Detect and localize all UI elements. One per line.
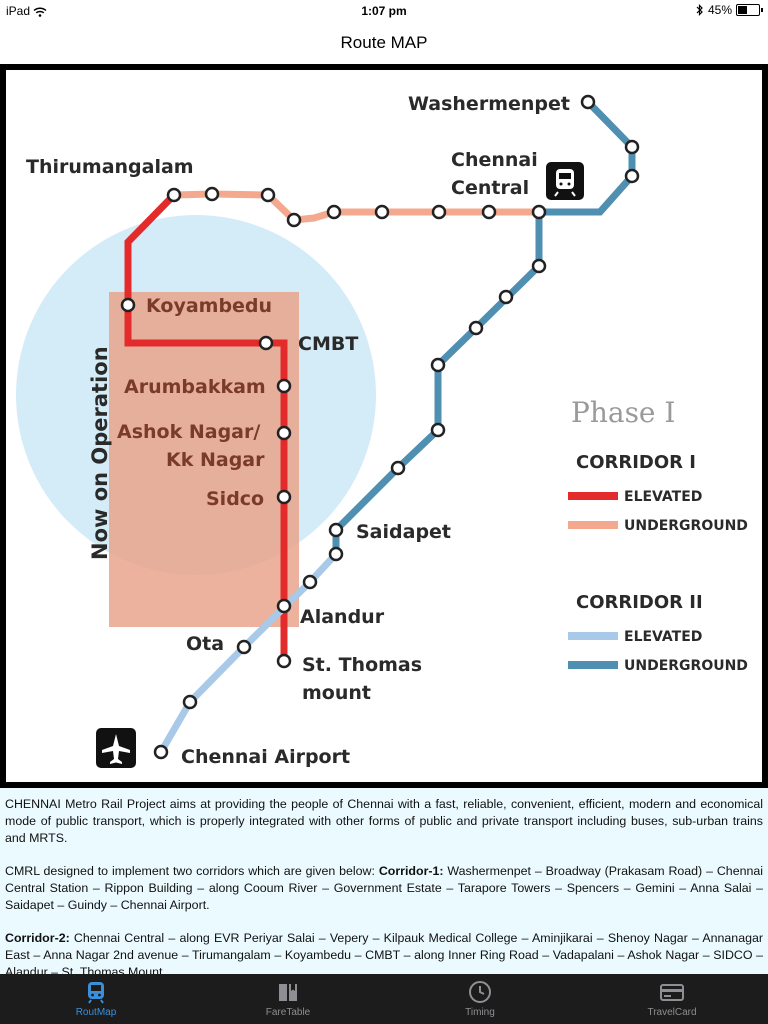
book-icon [279,984,297,1001]
station-marker [390,460,406,476]
label-chennai-central-1: Chennai [451,149,538,171]
legend-corridor2: CORRIDOR II [576,592,703,613]
battery-icon [736,4,763,16]
tab-label: RoutMap [75,1007,117,1018]
station-marker [431,204,447,220]
route-map[interactable]: Washermenpet Chennai Central Thirumangal… [0,64,768,788]
card-icon [660,984,684,1001]
description-paragraph-2: CMRL designed to implement two corridors… [5,864,764,912]
wifi-icon [33,7,47,17]
station-marker [276,425,292,441]
label-chennai-airport: Chennai Airport [181,746,350,768]
label-koyambedu: Koyambedu [146,295,272,317]
clock-icon [469,981,491,1003]
label-sidco: Sidco [206,488,264,510]
station-marker [374,204,390,220]
station-marker [624,168,640,184]
label-ashok-nagar: Ashok Nagar/ [117,421,260,443]
station-marker [580,94,596,110]
station-marker [624,139,640,155]
station-marker [276,378,292,394]
tab-timing[interactable]: Timing [384,974,576,1024]
legend-phase: Phase I [571,396,675,429]
bluetooth-icon [696,4,703,16]
battery-fill [738,6,747,14]
station-marker [531,204,547,220]
legend-c2-elevated-swatch [568,632,618,640]
station-marker [276,598,292,614]
status-device: iPad [6,4,47,18]
status-bar: iPad 1:07 pm 45% [0,0,768,22]
station-marker [481,204,497,220]
tab-label: Timing [465,1007,495,1018]
label-st-thomas: St. Thomas [302,654,422,676]
tab-label: FareTable [265,1007,311,1018]
tab-routmap[interactable]: RoutMap [0,974,192,1024]
station-marker [531,258,547,274]
station-marker [468,320,484,336]
legend-c2-underground-swatch [568,661,618,669]
station-marker [260,187,276,203]
route-map-image: Washermenpet Chennai Central Thirumangal… [6,70,762,782]
label-saidapet: Saidapet [356,521,451,543]
label-ota: Ota [186,633,224,655]
tab-faretable[interactable]: FareTable [192,974,384,1024]
station-marker [204,186,220,202]
station-marker [326,204,342,220]
description-paragraph-3: Corridor-2: Chennai Central – along EVR … [5,931,763,974]
station-marker [430,422,446,438]
station-marker [120,297,136,313]
station-marker [276,489,292,505]
station-marker [498,289,514,305]
station-marker [430,357,446,373]
label-chennai-central-2: Central [451,177,529,199]
station-marker [182,694,198,710]
label-kk-nagar: Kk Nagar [166,449,265,471]
label-arumbakkam: Arumbakkam [124,376,266,398]
label-mount: mount [302,682,371,704]
legend-c1-underground-swatch [568,521,618,529]
page-title: Route MAP [340,33,428,52]
station-marker [276,653,292,669]
label-thirumangalam: Thirumangalam [26,156,194,178]
corridor1-elevated-line [124,192,288,661]
legend-c1-elevated-swatch [568,492,618,500]
station-marker [153,744,169,760]
tab-label: TravelCard [647,1007,697,1018]
tab-travelcard[interactable]: TravelCard [576,974,768,1024]
station-marker [328,546,344,562]
status-time: 1:07 pm [361,4,407,18]
tab-bar: RoutMap FareTable Timing TravelCard [0,974,768,1024]
legend-c1-underground: UNDERGROUND [624,518,748,534]
station-marker [302,574,318,590]
label-alandur: Alandur [300,606,385,628]
operation-label: Now on Operation [88,346,112,560]
description-panel[interactable]: CHENNAI Metro Rail Project aims at provi… [0,788,768,974]
train-station-icon [546,162,584,200]
station-marker [236,639,252,655]
station-markers [120,94,640,760]
station-marker [166,187,182,203]
station-marker [258,335,274,351]
status-right: 45% [696,3,763,17]
label-cmbt: CMBT [298,333,358,355]
legend-corridor1: CORRIDOR I [576,452,696,473]
airplane-icon [96,728,136,768]
train-icon [88,982,104,1004]
station-marker [328,522,344,538]
legend-c1-elevated: ELEVATED [624,489,702,505]
legend-c2-underground: UNDERGROUND [624,658,748,674]
legend-c2-elevated: ELEVATED [624,629,702,645]
description-paragraph-1: CHENNAI Metro Rail Project aims at provi… [5,797,763,845]
battery-percent: 45% [707,3,732,17]
station-marker [286,212,302,228]
label-washermenpet: Washermenpet [408,93,570,115]
metro-map-svg: Washermenpet Chennai Central Thirumangal… [16,93,748,768]
